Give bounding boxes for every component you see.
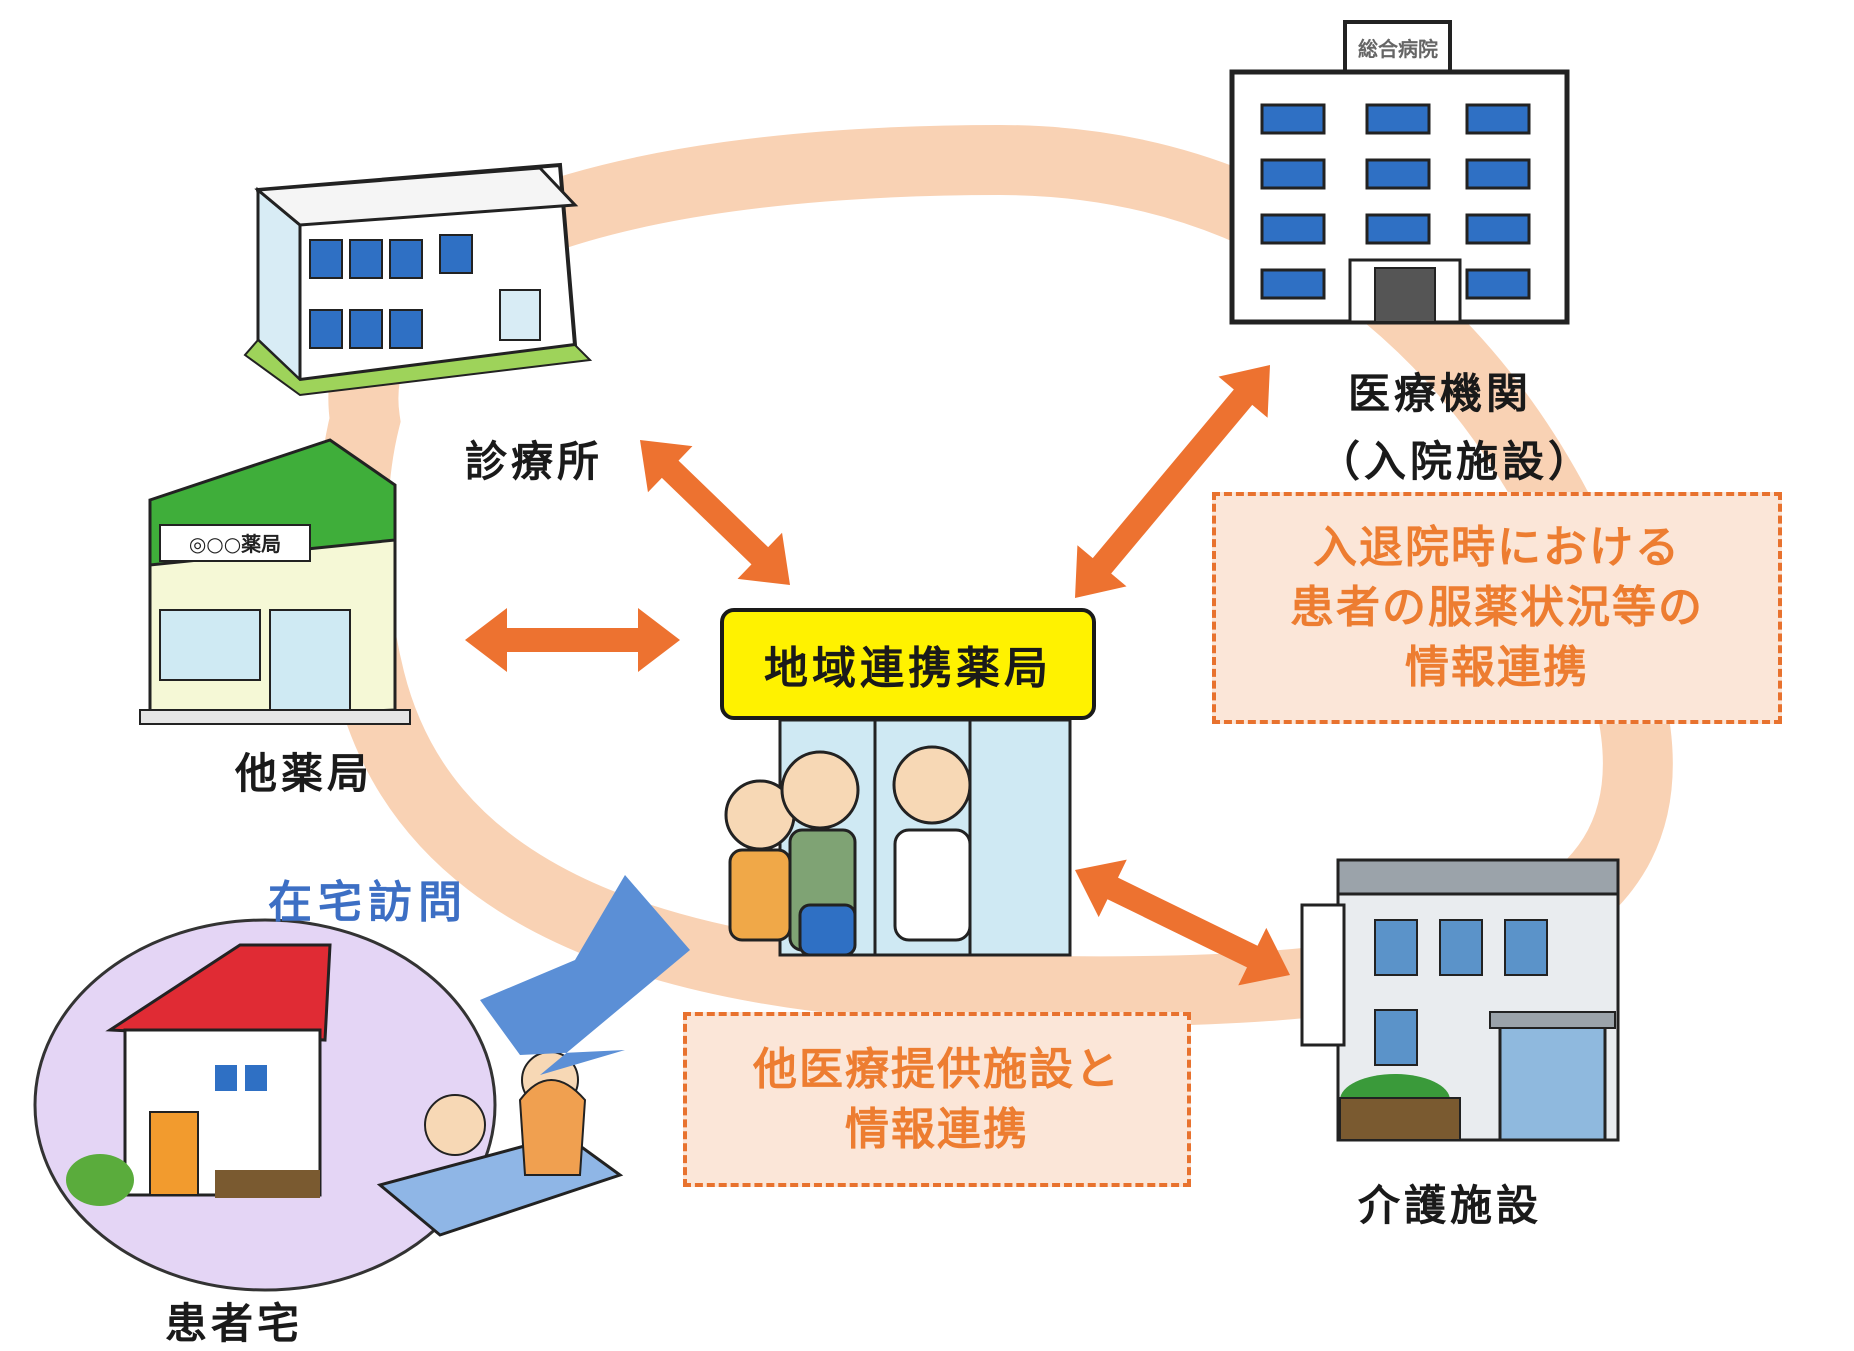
hospital-window <box>1260 213 1326 245</box>
home-visit-label: 在宅訪問 <box>268 877 468 928</box>
hospital-window <box>1365 103 1431 135</box>
home-visit-arrow <box>480 875 690 1075</box>
clinic-pharmacy-arrow <box>640 440 790 585</box>
clinic-label: 診療所 <box>465 437 604 486</box>
other-pharmacy-label: 他薬局 <box>235 749 374 798</box>
patient-home-label: 患者宅 <box>165 1299 304 1348</box>
center-pharmacy-box: 地域連携薬局 <box>720 608 1096 720</box>
other-pharmacy-arrow <box>465 608 680 672</box>
pharmacist-icon <box>892 745 972 942</box>
patient-home-icon <box>33 918 497 1292</box>
hospital-note-line-3: 情報連携 <box>1405 642 1589 693</box>
hospital-window <box>1365 213 1431 245</box>
pharmacy-sign-text: ◎○○薬局 <box>189 532 281 556</box>
care-facility-building-icon <box>1300 858 1620 1142</box>
hospital-note-line-2: 患者の服薬状況等の <box>1290 582 1704 633</box>
hospital-window <box>1260 268 1326 300</box>
hospital-sign-text: 総合病院 <box>1358 37 1438 61</box>
hospital-pharmacy-arrow <box>1075 365 1270 598</box>
hospital-window <box>1465 213 1531 245</box>
network-ring <box>317 124 1673 1027</box>
care-facility-pharmacy-arrow <box>1075 859 1290 986</box>
hospital-label-line2: （入院施設） <box>1318 437 1595 486</box>
hospital-info-note: 入退院時における 患者の服薬状況等の 情報連携 <box>1212 492 1782 724</box>
clinic-building-icon <box>243 162 593 397</box>
hospital-window <box>1465 158 1531 190</box>
facility-note-line-1: 他医療提供施設と <box>753 1043 1121 1095</box>
facility-info-note: 他医療提供施設と 情報連携 <box>683 1012 1191 1187</box>
hospital-window <box>1260 103 1326 135</box>
other-pharmacy-icon <box>139 438 411 725</box>
hospital-window <box>1365 158 1431 190</box>
hospital-window <box>1465 268 1531 300</box>
facility-note-line-2: 情報連携 <box>845 1103 1029 1155</box>
care-facility-label: 介護施設 <box>1358 1181 1543 1230</box>
hospital-label-line1: 医療機関 <box>1348 369 1533 418</box>
hospital-window <box>1465 103 1531 135</box>
arrow-group <box>465 365 1290 986</box>
hospital-window <box>1260 158 1326 190</box>
family-icon <box>724 750 860 957</box>
patient-bed-icon <box>376 1051 624 1237</box>
center-pharmacy-label: 地域連携薬局 <box>764 643 1052 694</box>
hospital-building-icon <box>1229 20 1570 325</box>
hospital-note-line-1: 入退院時における <box>1313 522 1681 573</box>
